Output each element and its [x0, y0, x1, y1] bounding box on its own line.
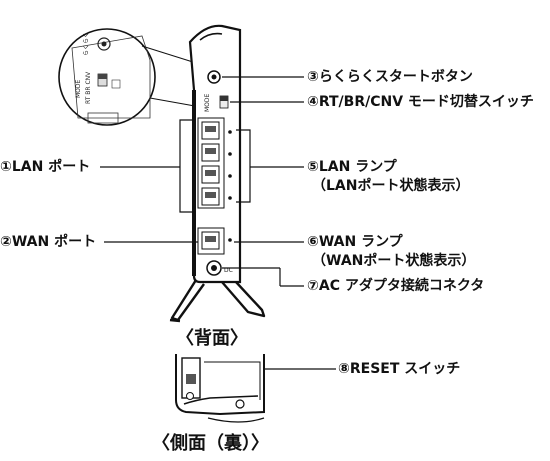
router-body: MODE	[169, 24, 266, 323]
wan-lamp	[228, 238, 232, 242]
label-wan-lamp-note: （WANポート状態表示）	[312, 253, 476, 269]
label-mode-switch: ④RT/BR/CNV モード切替スイッチ	[307, 94, 534, 110]
caption-side: 〈側面（裏）〉	[152, 433, 269, 454]
svg-text:MODE: MODE	[204, 93, 211, 112]
label-reset-switch: ⑧RESET スイッチ	[338, 361, 461, 377]
start-button-zoom	[97, 37, 111, 51]
wan-port	[197, 227, 225, 255]
label-start-button: ③らくらくスタートボタン	[307, 69, 473, 85]
svg-text:MODE: MODE	[75, 79, 82, 98]
label-wan-lamp: ⑥WAN ランプ	[307, 234, 403, 250]
callout-brackets	[179, 119, 251, 213]
lan-lamps	[228, 130, 232, 200]
label-ac-connector: ⑦AC アダプタ接続コネクタ	[307, 278, 485, 294]
side-view	[175, 354, 265, 423]
label-wan-port: ②WAN ポート	[0, 234, 97, 250]
label-lan-lamp-note: （LANポート状態表示）	[312, 178, 470, 194]
svg-text:らくらく: らくらく	[83, 32, 90, 56]
svg-text:DC: DC	[224, 267, 233, 274]
leader-lines	[100, 76, 336, 370]
svg-text:RT BR CNV: RT BR CNV	[85, 71, 92, 104]
caption-back: 〈背面〉	[176, 328, 248, 349]
lan-ports	[197, 117, 225, 209]
label-lan-port: ①LAN ポート	[0, 159, 91, 175]
zoom-callout: らくらく MODE RT BR CNV	[58, 28, 213, 126]
label-lan-lamp: ⑤LAN ランプ	[307, 159, 397, 175]
router-stand	[169, 279, 266, 323]
reset-switch	[186, 392, 194, 400]
